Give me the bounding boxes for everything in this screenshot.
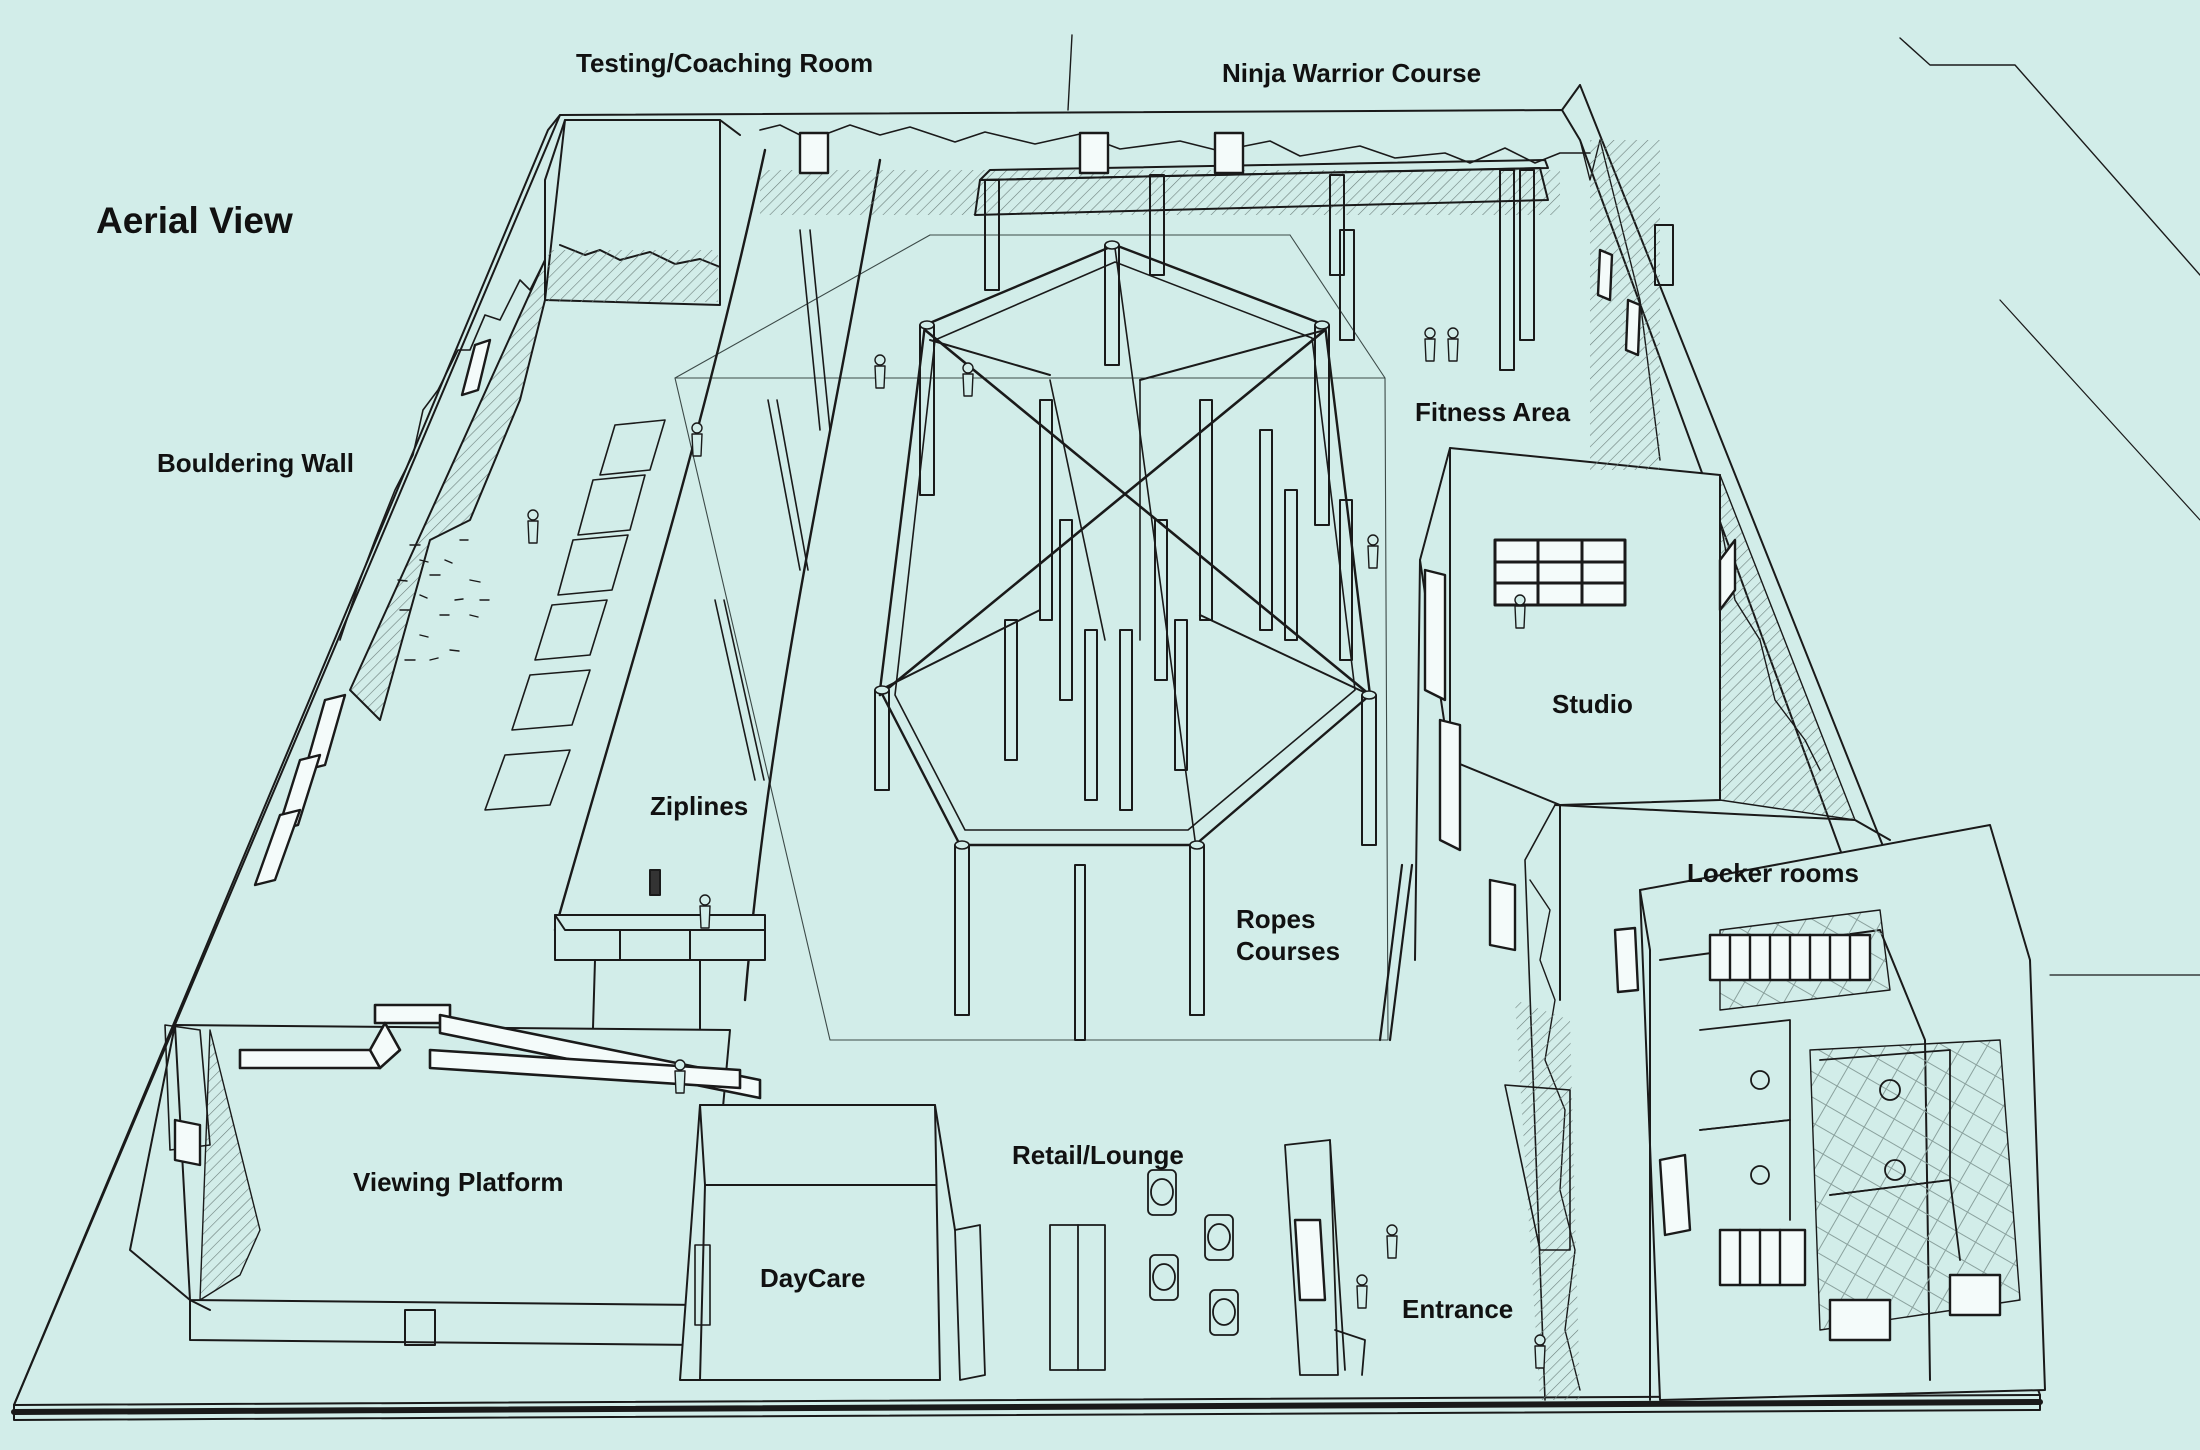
lockers xyxy=(1708,933,2002,1342)
testing-coaching-room xyxy=(544,119,741,306)
studio-room xyxy=(1414,447,1856,1001)
label-entrance: Entrance xyxy=(1402,1294,1514,1324)
rope-posts xyxy=(874,244,1377,1041)
toilet-stalls xyxy=(1699,1019,1961,1261)
left-wall-windows xyxy=(253,338,492,887)
label-testing-coaching-room: Testing/Coaching Room xyxy=(576,48,874,78)
ziplines xyxy=(553,148,882,1131)
label-ninja-warrior-course: Ninja Warrior Course xyxy=(1222,58,1482,88)
ninja-warrior-course xyxy=(759,124,1591,371)
label-ziplines: Ziplines xyxy=(650,791,749,821)
floor-mats xyxy=(484,419,666,811)
label-viewing-platform: Viewing Platform xyxy=(353,1167,564,1197)
label-ropes-courses: Ropes Courses xyxy=(1236,904,1341,966)
climbing-holds xyxy=(397,539,490,661)
lounge-chairs xyxy=(1147,1169,1239,1336)
daycare-room xyxy=(679,1104,986,1381)
label-retail-lounge: Retail/Lounge xyxy=(1012,1140,1184,1170)
studio-glass-wall xyxy=(1423,568,1517,952)
people-figures xyxy=(527,327,1546,1369)
label-studio: Studio xyxy=(1552,689,1633,719)
ninja-posts xyxy=(984,169,1535,371)
label-bouldering-wall: Bouldering Wall xyxy=(157,448,354,478)
label-daycare: DayCare xyxy=(760,1263,866,1293)
back-wall-windows xyxy=(798,131,1245,175)
label-fitness-area: Fitness Area xyxy=(1415,397,1571,427)
ropes-courses-structure xyxy=(874,240,1414,1042)
retail-lounge-furniture xyxy=(1049,1139,1366,1376)
diagram-title: Aerial View xyxy=(96,200,293,241)
bouldering-wall xyxy=(253,259,666,887)
studio-window xyxy=(1493,538,1627,607)
right-side xyxy=(1504,139,2046,1401)
label-locker-rooms: Locker rooms xyxy=(1687,858,1859,888)
